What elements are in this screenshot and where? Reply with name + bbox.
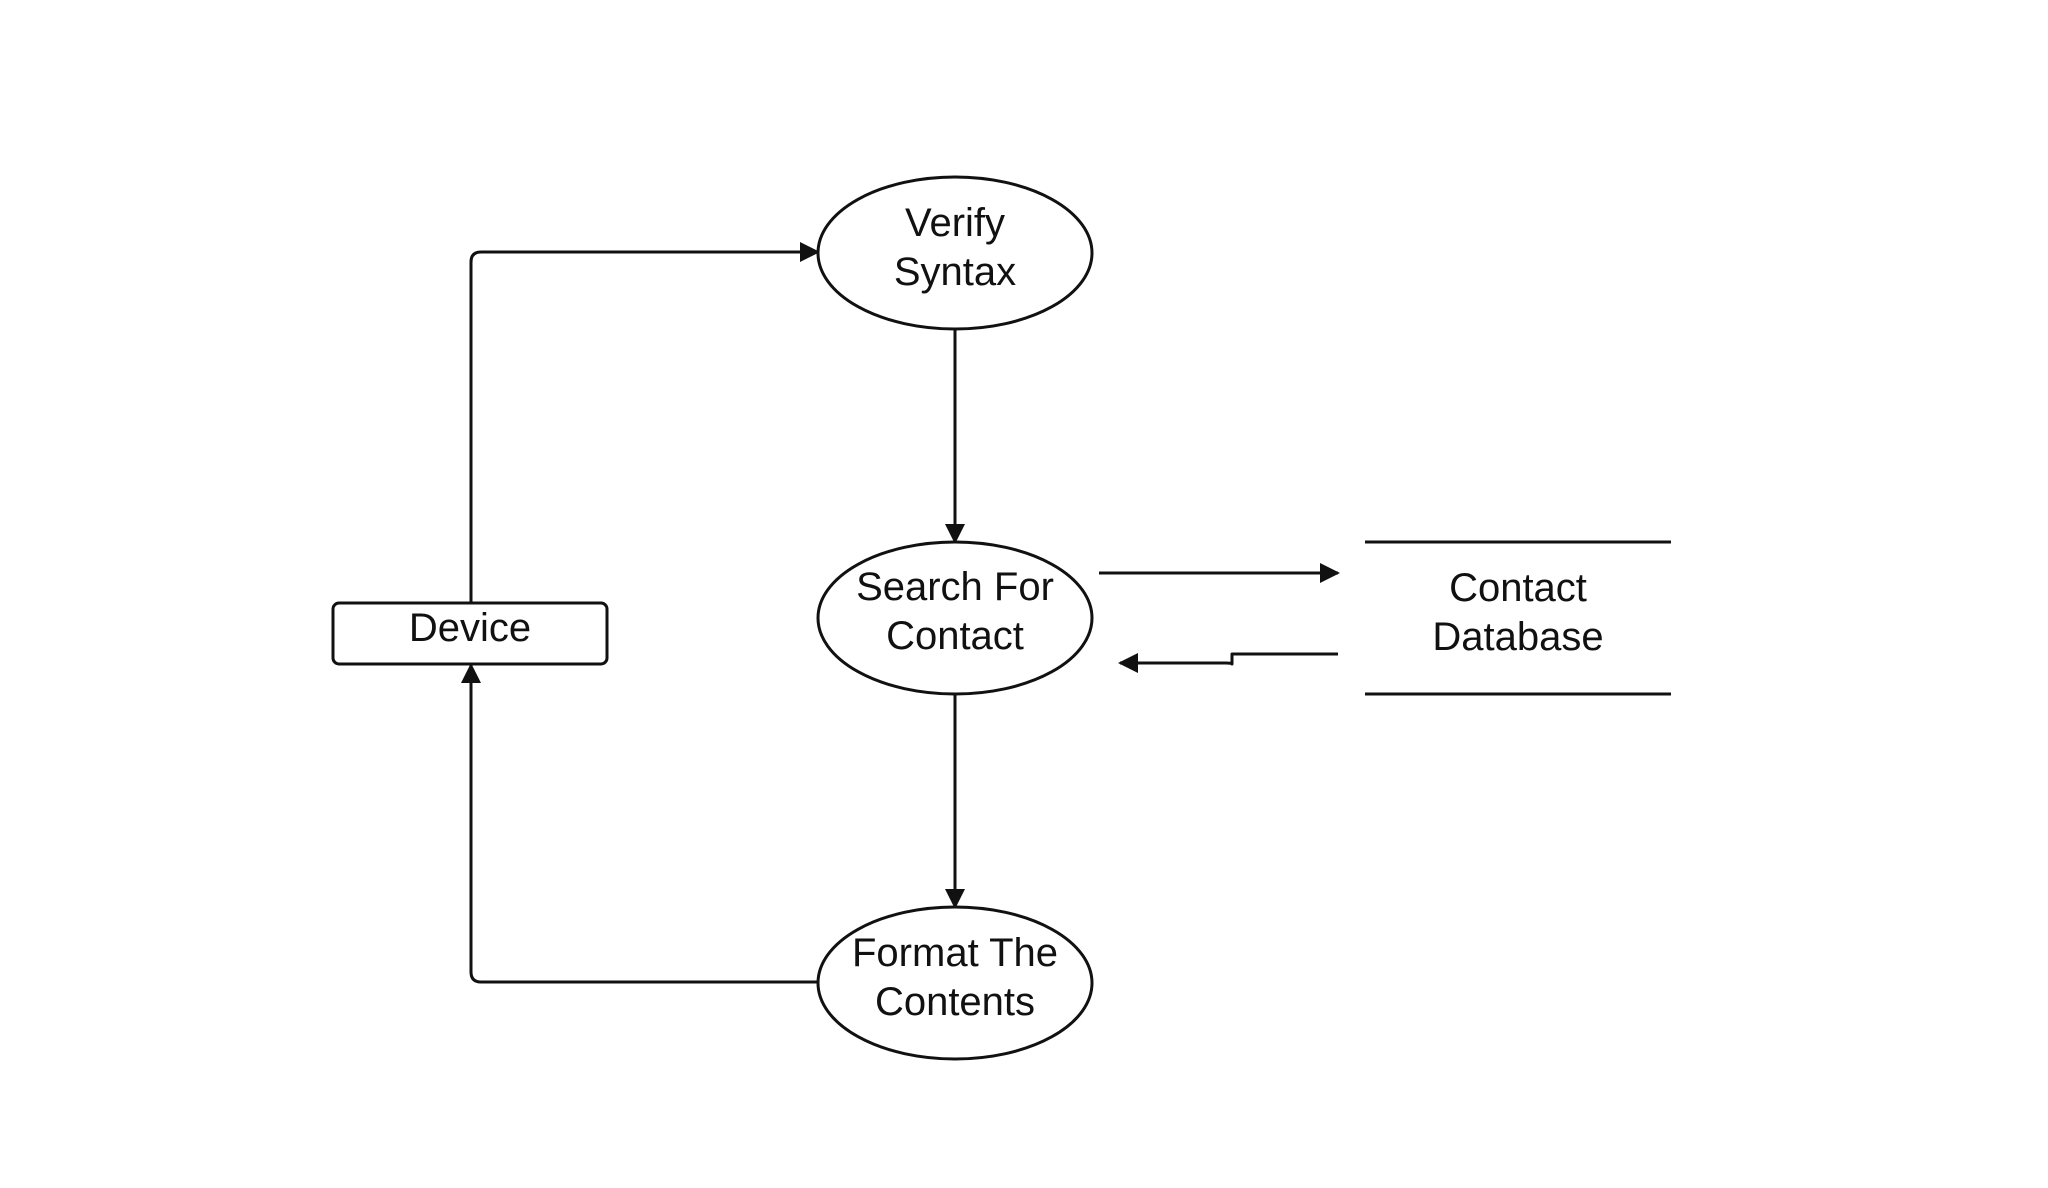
device-label: Device <box>409 606 531 650</box>
device-box <box>331 601 609 666</box>
verify-syntax-label-line1: Verify <box>905 201 1005 245</box>
search-contact-label-line2: Contact <box>886 614 1024 658</box>
edge-format-to-device <box>461 663 818 984</box>
device-node: Device <box>331 601 609 666</box>
search-contact-node: Search For Contact <box>816 540 1094 696</box>
edge-database-to-search <box>1118 652 1338 673</box>
contact-database-store: Contact Database <box>1365 540 1671 696</box>
database-label-line1: Contact <box>1449 566 1587 610</box>
search-contact-label-line1: Search For <box>856 565 1054 609</box>
format-contents-node: Format The Contents <box>816 905 1094 1061</box>
search-contact-ellipse <box>816 540 1094 696</box>
database-label-line2: Database <box>1432 615 1603 659</box>
format-contents-label-line1: Format The <box>852 931 1058 975</box>
edge-device-to-verify <box>469 242 820 603</box>
verify-syntax-node: Verify Syntax <box>816 175 1094 331</box>
format-contents-ellipse <box>816 905 1094 1061</box>
format-contents-label-line2: Contents <box>875 980 1035 1024</box>
verify-syntax-ellipse <box>816 175 1094 331</box>
verify-syntax-label-line2: Syntax <box>894 250 1016 294</box>
